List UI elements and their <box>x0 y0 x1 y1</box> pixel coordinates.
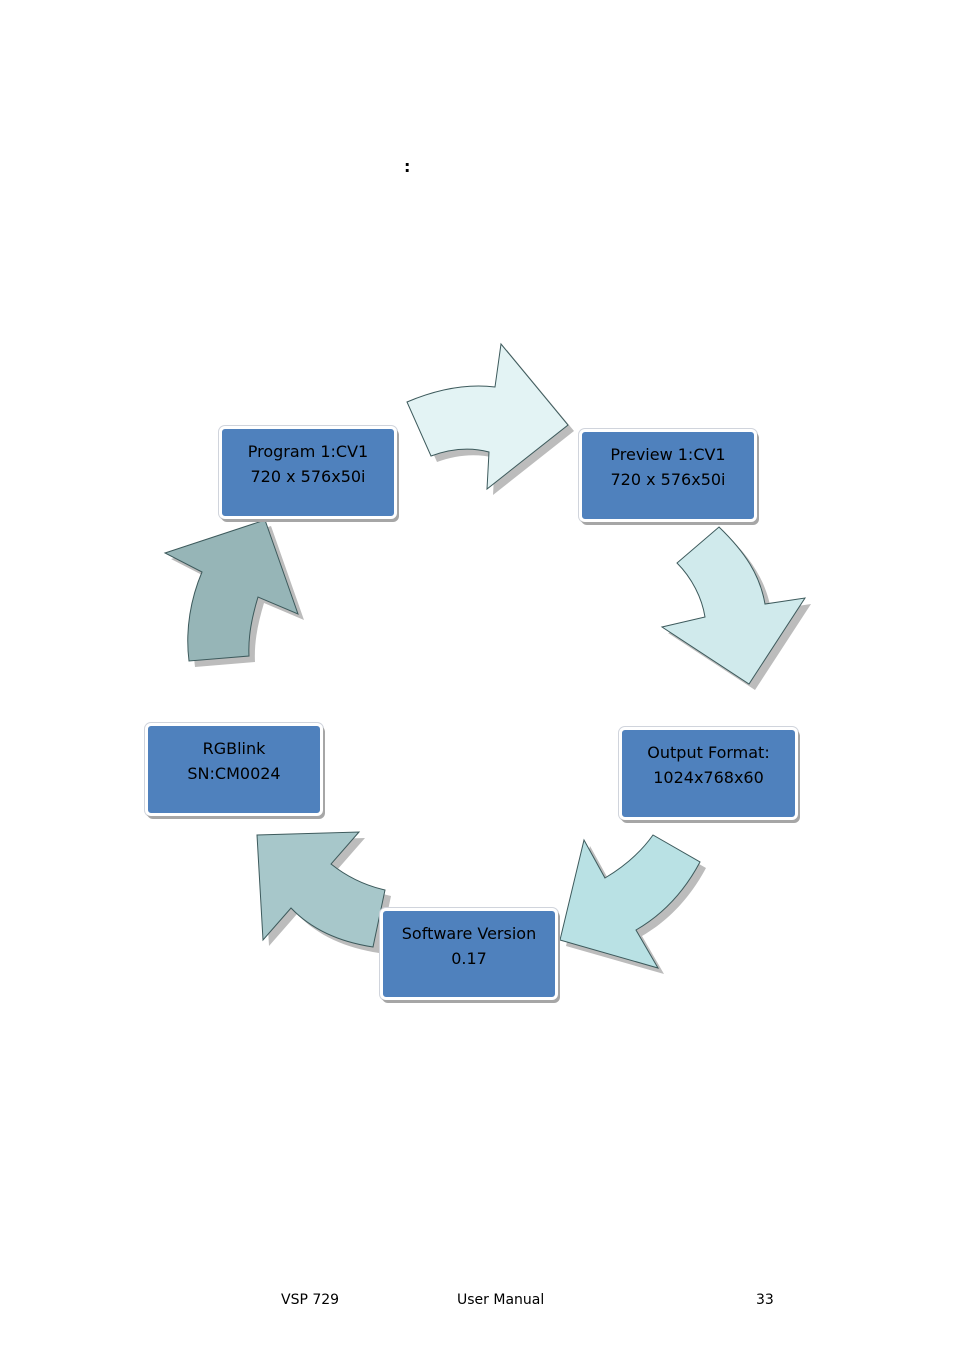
box-software-line1: Software Version <box>401 924 537 943</box>
box-output-line1: Output Format: <box>647 743 770 762</box>
arrow-shape <box>163 519 299 662</box>
box-rgblink-line2: SN:CM0024 <box>187 764 281 783</box>
arrow-preview-to-output <box>660 526 811 690</box>
box-program-line1: Program 1:CV1 <box>247 442 369 461</box>
box-preview-line2: 720 x 576x50i <box>610 470 726 489</box>
box-output-line2: 1024x768x60 <box>653 768 764 787</box>
box-program-line2: 720 x 576x50i <box>250 467 366 486</box>
arrow-rgblink-to-program <box>163 519 304 667</box>
box-preview: Preview 1:CV1 720 x 576x50i <box>579 429 757 522</box>
arrow-shape <box>660 526 807 685</box>
arrow-shape <box>559 834 701 969</box>
arrow-shape <box>406 342 569 491</box>
box-software: Software Version 0.17 <box>380 908 558 1000</box>
box-preview-line1: Preview 1:CV1 <box>610 445 726 464</box>
box-output: Output Format: 1024x768x60 <box>619 727 798 820</box>
box-software-line2: 0.17 <box>451 949 487 968</box>
box-rgblink: RGBlink SN:CM0024 <box>145 723 323 816</box>
heading-colon: : <box>404 157 411 176</box>
footer-page-number: 33 <box>756 1292 774 1308</box>
box-rgblink-line1: RGBlink <box>202 739 266 758</box>
footer-product: VSP 729 <box>281 1292 340 1308</box>
arrow-program-to-preview <box>406 342 574 495</box>
arrow-output-to-software <box>559 834 706 974</box>
footer-doc-title: User Manual <box>457 1292 545 1308</box>
arrow-software-to-rgblink <box>256 831 391 953</box>
arrow-shape <box>256 831 386 948</box>
box-program: Program 1:CV1 720 x 576x50i <box>219 426 397 519</box>
